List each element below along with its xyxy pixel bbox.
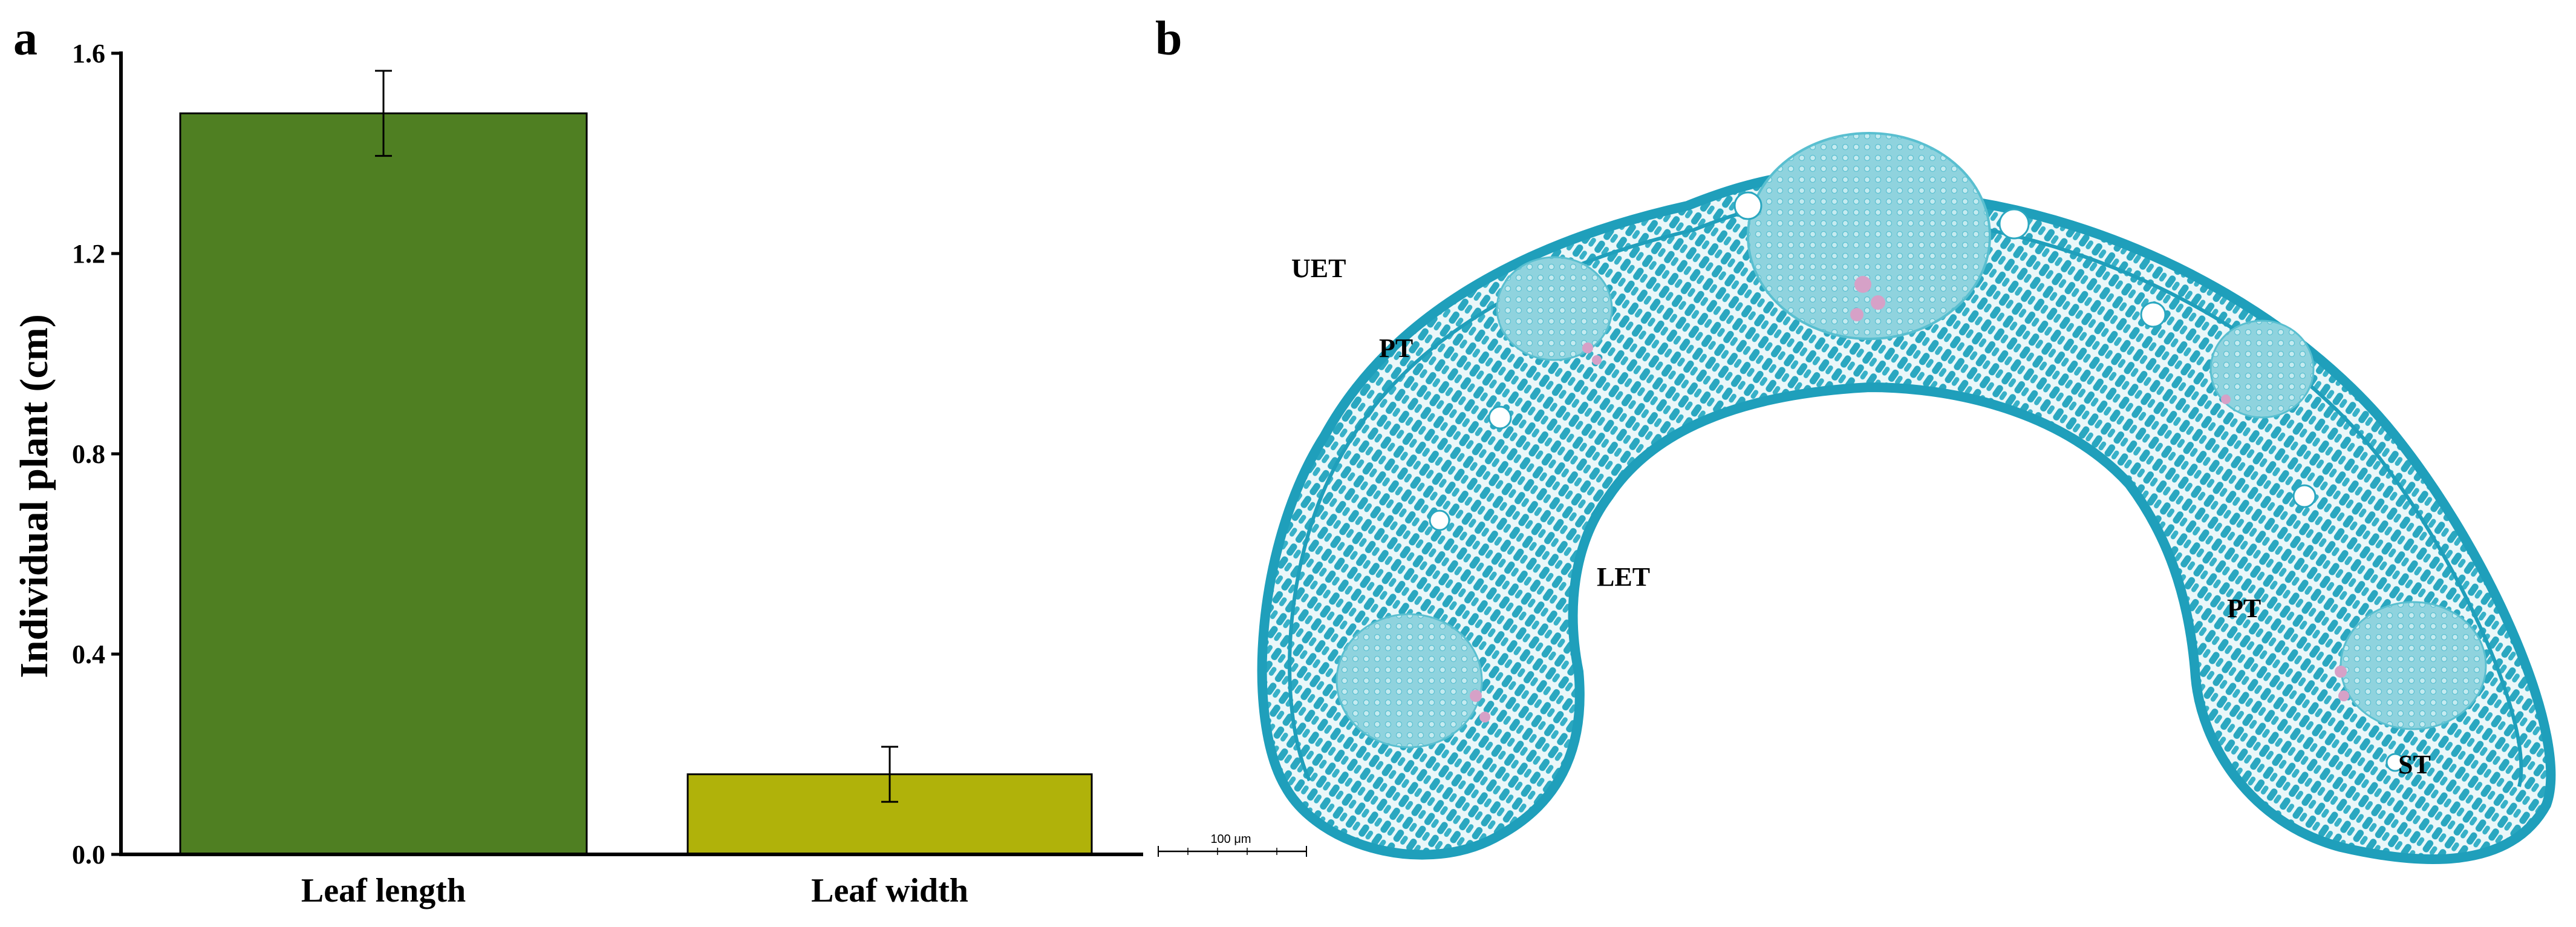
y-tick-label: 0.4 xyxy=(72,640,105,669)
error-bar-leaf-length xyxy=(375,70,392,157)
panel-label-b: b xyxy=(1155,12,1182,65)
y-tick-label: 0.0 xyxy=(72,840,105,870)
annotation-uet: UET xyxy=(1291,254,1346,283)
panel-label-a: a xyxy=(13,12,37,65)
vascular-bundle-center xyxy=(1747,132,1991,340)
vascular-bundle-left-lower xyxy=(1335,613,1483,748)
leaf-cross-section: UET PT LET PT ST xyxy=(1257,132,2556,865)
y-axis-title: Individual plant (cm) xyxy=(12,314,56,678)
bar-leaf-length xyxy=(179,112,588,856)
y-tick-label: 1.6 xyxy=(72,39,105,68)
air-spaces xyxy=(1429,191,2405,772)
bar-chart: Individual plant (cm) 0.0 0.4 0.8 1.2 1.6 Le… xyxy=(12,39,1143,909)
annotation-st: ST xyxy=(2398,750,2431,779)
vascular-bundle-left-upper xyxy=(1496,256,1613,361)
vascular-bundle-right-upper xyxy=(2209,319,2315,419)
y-axis-ticks: 0.0 0.4 0.8 1.2 1.6 xyxy=(72,39,121,870)
y-tick-label: 0.8 xyxy=(72,439,105,469)
scale-bar: 100 μm xyxy=(1158,833,1307,857)
annotation-pt-right: PT xyxy=(2227,594,2261,623)
xylem-accents xyxy=(1470,276,2349,722)
annotation-let: LET xyxy=(1597,562,1650,592)
category-label-leaf-length: Leaf length xyxy=(301,872,466,909)
scale-bar-label: 100 μm xyxy=(1210,833,1251,846)
vascular-bundle-right-lower xyxy=(2340,601,2487,730)
annotation-pt-left: PT xyxy=(1379,333,1413,363)
error-bar-leaf-width xyxy=(881,745,898,803)
lower-epidermis xyxy=(1570,384,2199,678)
y-tick-label: 1.2 xyxy=(72,239,105,269)
category-label-leaf-width: Leaf width xyxy=(811,872,968,909)
